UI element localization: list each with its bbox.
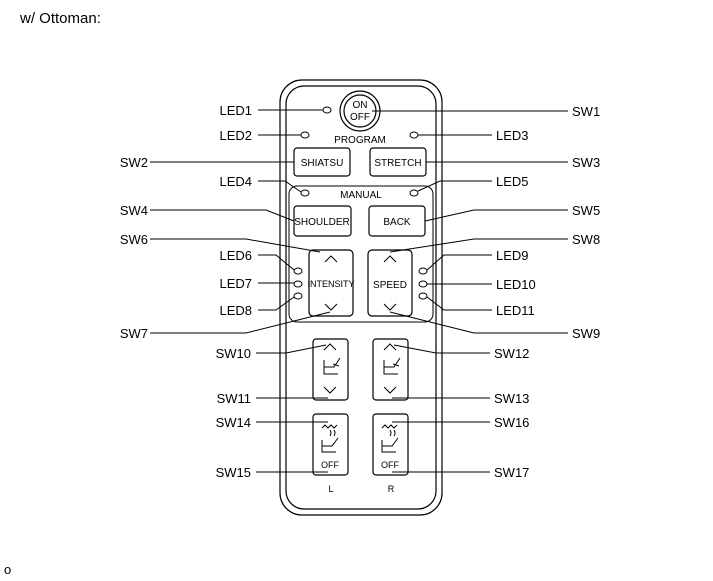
led1-indicator	[322, 106, 332, 114]
stretch-text: STRETCH	[374, 158, 421, 169]
sw10-callout: SW10	[216, 346, 251, 361]
sw4-callout: SW4	[120, 203, 148, 218]
speed-down-chevron-icon[interactable]	[383, 303, 397, 311]
intensity-up-chevron-icon[interactable]	[324, 255, 338, 263]
led7-indicator	[293, 280, 303, 288]
power-off-text: OFF	[350, 112, 370, 123]
remote-inner-body	[285, 85, 437, 510]
program-label: PROGRAM	[334, 135, 386, 146]
left-seat-adjust-rocker[interactable]	[312, 338, 349, 401]
led4-indicator	[300, 189, 310, 197]
led3-indicator	[409, 131, 419, 139]
intensity-rocker[interactable]	[308, 249, 354, 317]
power-on-text: ON	[353, 100, 368, 111]
back-text: BACK	[383, 217, 411, 228]
led1-callout: LED1	[219, 103, 252, 118]
led8-indicator	[293, 292, 303, 300]
led10-indicator	[418, 280, 428, 288]
right-seat-down-chevron-icon[interactable]	[383, 386, 397, 394]
led6-indicator	[293, 267, 303, 275]
footer-mark: o	[4, 562, 12, 577]
shiatsu-text: SHIATSU	[301, 158, 344, 169]
led5-callout: LED5	[496, 174, 529, 189]
sw7-callout: SW7	[120, 326, 148, 341]
led8-callout: LED8	[219, 303, 252, 318]
side-right-label: R	[388, 484, 395, 494]
sw14-callout: SW14	[216, 415, 251, 430]
left-heater-icon	[321, 424, 339, 453]
sw8-callout: SW8	[572, 232, 600, 247]
sw17-callout: SW17	[494, 465, 529, 480]
left-seat-heater-rocker[interactable]	[312, 413, 349, 476]
right-heater-off-text: OFF	[381, 460, 399, 470]
sw6-callout: SW6	[120, 232, 148, 247]
speed-text: SPEED	[373, 280, 407, 291]
sw12-callout: SW12	[494, 346, 529, 361]
side-left-label: L	[328, 484, 333, 494]
left-seat-down-chevron-icon[interactable]	[323, 386, 337, 394]
led9-indicator	[418, 267, 428, 275]
intensity-text: INTENSITY	[307, 279, 354, 289]
sw3-callout: SW3	[572, 155, 600, 170]
sw5-callout: SW5	[572, 203, 600, 218]
diagram-heading: w/ Ottoman:	[20, 10, 101, 27]
right-seat-heater-rocker[interactable]	[372, 413, 409, 476]
manual-section-frame	[288, 185, 434, 323]
sw9-callout: SW9	[572, 326, 600, 341]
led2-callout: LED2	[219, 128, 252, 143]
right-leader-lines	[372, 110, 568, 473]
shoulder-text: SHOULDER	[294, 217, 350, 228]
led3-callout: LED3	[496, 128, 529, 143]
led4-callout: LED4	[219, 174, 252, 189]
sw2-callout: SW2	[120, 155, 148, 170]
intensity-down-chevron-icon[interactable]	[324, 303, 338, 311]
sw15-callout: SW15	[216, 465, 251, 480]
sw16-callout: SW16	[494, 415, 529, 430]
left-seat-icon	[323, 357, 341, 375]
led2-indicator	[300, 131, 310, 139]
speed-up-chevron-icon[interactable]	[383, 255, 397, 263]
right-seat-icon	[383, 357, 401, 375]
left-heater-off-text: OFF	[321, 460, 339, 470]
led11-callout: LED11	[496, 303, 535, 318]
right-seat-up-chevron-icon[interactable]	[383, 343, 397, 351]
sw13-callout: SW13	[494, 391, 529, 406]
led9-callout: LED9	[496, 248, 529, 263]
led11-indicator	[418, 292, 428, 300]
left-seat-up-chevron-icon[interactable]	[323, 343, 337, 351]
left-leader-lines	[150, 109, 331, 473]
manual-label: MANUAL	[340, 190, 382, 201]
led5-indicator	[409, 189, 419, 197]
led10-callout: LED10	[496, 277, 536, 292]
led7-callout: LED7	[219, 276, 252, 291]
right-seat-adjust-rocker[interactable]	[372, 338, 409, 401]
led6-callout: LED6	[219, 248, 252, 263]
sw11-callout: SW11	[217, 391, 251, 406]
right-heater-icon	[381, 424, 399, 453]
speed-rocker[interactable]	[367, 249, 413, 317]
sw1-callout: SW1	[572, 104, 600, 119]
